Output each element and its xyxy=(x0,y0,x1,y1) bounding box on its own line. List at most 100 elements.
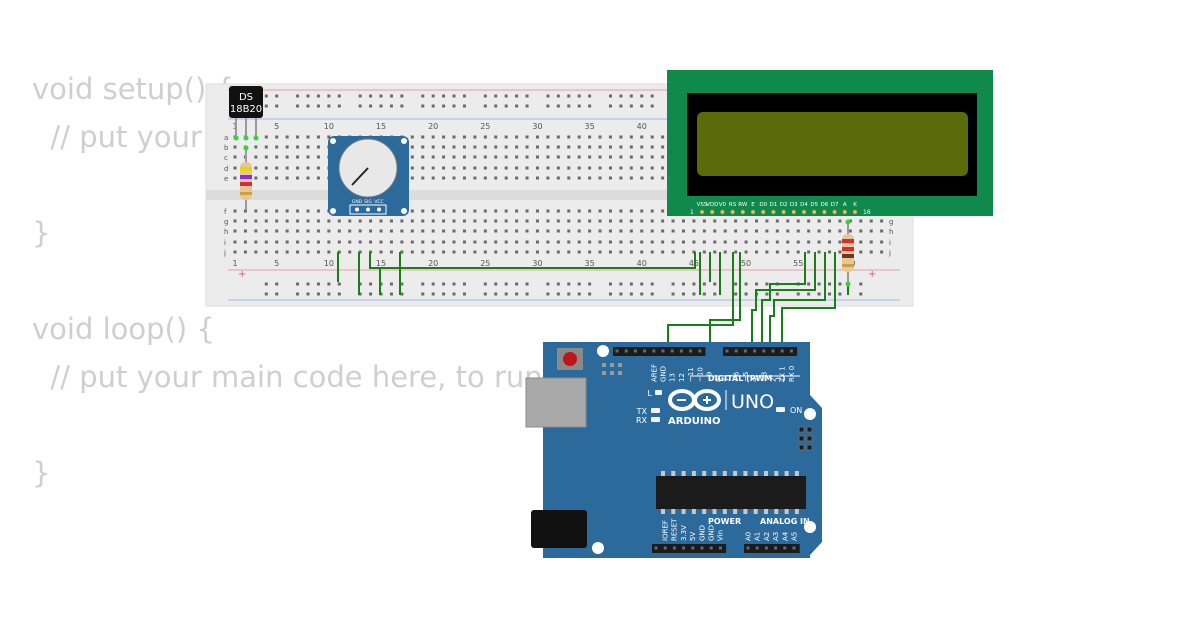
bb-hole[interactable] xyxy=(869,219,873,223)
bb-hole[interactable] xyxy=(859,219,863,223)
bb-hole[interactable] xyxy=(264,219,268,223)
bb-hole[interactable] xyxy=(494,135,498,139)
rail-hole[interactable] xyxy=(389,282,393,286)
rail-hole[interactable] xyxy=(546,104,550,108)
bb-hole[interactable] xyxy=(285,155,289,159)
rail-hole[interactable] xyxy=(275,282,279,286)
rail-hole[interactable] xyxy=(567,292,571,296)
bb-hole[interactable] xyxy=(702,229,706,233)
rail-hole[interactable] xyxy=(671,282,675,286)
bb-hole[interactable] xyxy=(264,209,268,213)
bb-hole[interactable] xyxy=(285,176,289,180)
bb-hole[interactable] xyxy=(306,135,310,139)
bb-hole[interactable] xyxy=(233,166,237,170)
bb-hole[interactable] xyxy=(525,176,529,180)
bb-hole[interactable] xyxy=(723,229,727,233)
header-pin[interactable] xyxy=(762,349,766,353)
bb-hole[interactable] xyxy=(296,176,300,180)
bb-hole[interactable] xyxy=(369,229,373,233)
bb-hole[interactable] xyxy=(546,240,550,244)
bb-hole[interactable] xyxy=(504,166,508,170)
bb-hole[interactable] xyxy=(525,166,529,170)
rail-hole[interactable] xyxy=(431,94,435,98)
rail-hole[interactable] xyxy=(859,282,863,286)
rail-hole[interactable] xyxy=(369,292,373,296)
bb-hole[interactable] xyxy=(817,229,821,233)
bb-hole[interactable] xyxy=(358,240,362,244)
bb-hole[interactable] xyxy=(442,219,446,223)
bb-hole[interactable] xyxy=(588,166,592,170)
bb-hole[interactable] xyxy=(577,145,581,149)
bb-hole[interactable] xyxy=(650,209,654,213)
bb-hole[interactable] xyxy=(629,155,633,159)
rail-hole[interactable] xyxy=(755,282,758,286)
bb-hole[interactable] xyxy=(337,250,341,254)
bb-hole[interactable] xyxy=(765,219,769,223)
bb-hole[interactable] xyxy=(755,219,758,223)
bb-hole[interactable] xyxy=(275,166,279,170)
bb-hole[interactable] xyxy=(504,219,508,223)
bb-hole[interactable] xyxy=(296,250,300,254)
rail-hole[interactable] xyxy=(702,292,706,296)
bb-hole[interactable] xyxy=(535,250,539,254)
bb-hole[interactable] xyxy=(400,240,404,244)
bb-hole[interactable] xyxy=(796,250,800,254)
bb-hole[interactable] xyxy=(556,166,560,170)
bb-hole[interactable] xyxy=(608,250,612,254)
bb-hole[interactable] xyxy=(859,250,863,254)
bb-hole[interactable] xyxy=(619,219,623,223)
rail-hole[interactable] xyxy=(713,292,717,296)
rail-hole[interactable] xyxy=(337,94,341,98)
bb-hole[interactable] xyxy=(462,229,466,233)
bb-hole[interactable] xyxy=(410,166,414,170)
bb-hole[interactable] xyxy=(588,240,592,244)
rail-hole[interactable] xyxy=(358,282,362,286)
bb-hole[interactable] xyxy=(410,155,414,159)
bb-hole[interactable] xyxy=(442,250,446,254)
bb-hole[interactable] xyxy=(629,240,633,244)
bb-hole[interactable] xyxy=(755,229,758,233)
bb-hole[interactable] xyxy=(462,176,466,180)
lcd-pin[interactable] xyxy=(760,209,766,215)
bb-hole[interactable] xyxy=(796,229,800,233)
bb-hole[interactable] xyxy=(431,135,435,139)
bb-hole[interactable] xyxy=(275,229,279,233)
bb-hole[interactable] xyxy=(598,135,602,139)
rail-hole[interactable] xyxy=(629,94,633,98)
header-pin[interactable] xyxy=(670,349,674,353)
bb-hole[interactable] xyxy=(264,229,268,233)
bb-hole[interactable] xyxy=(243,250,247,254)
bb-hole[interactable] xyxy=(452,145,456,149)
bb-hole[interactable] xyxy=(661,145,665,149)
reset-button[interactable] xyxy=(563,352,577,366)
bb-hole[interactable] xyxy=(316,229,320,233)
wire[interactable] xyxy=(369,252,381,295)
bb-hole[interactable] xyxy=(410,240,414,244)
bb-hole[interactable] xyxy=(421,145,425,149)
bb-hole[interactable] xyxy=(442,155,446,159)
bb-hole[interactable] xyxy=(702,250,706,254)
header-pin[interactable] xyxy=(709,546,713,550)
bb-hole[interactable] xyxy=(640,219,644,223)
rail-hole[interactable] xyxy=(483,292,487,296)
bb-hole[interactable] xyxy=(410,209,414,213)
bb-hole[interactable] xyxy=(744,229,748,233)
bb-hole[interactable] xyxy=(515,166,519,170)
bb-hole[interactable] xyxy=(546,155,550,159)
bb-hole[interactable] xyxy=(567,166,571,170)
rail-hole[interactable] xyxy=(681,292,685,296)
bb-hole[interactable] xyxy=(671,240,675,244)
rail-hole[interactable] xyxy=(640,282,644,286)
bb-hole[interactable] xyxy=(681,229,685,233)
header-pin[interactable] xyxy=(691,546,695,550)
rail-hole[interactable] xyxy=(619,292,623,296)
bb-hole[interactable] xyxy=(337,219,341,223)
rail-hole[interactable] xyxy=(713,282,717,286)
bb-hole[interactable] xyxy=(671,219,675,223)
rail-hole[interactable] xyxy=(369,104,373,108)
bb-hole[interactable] xyxy=(713,250,717,254)
bb-hole[interactable] xyxy=(327,240,331,244)
bb-hole[interactable] xyxy=(713,219,717,223)
bb-hole[interactable] xyxy=(431,209,435,213)
bb-hole[interactable] xyxy=(275,155,279,159)
